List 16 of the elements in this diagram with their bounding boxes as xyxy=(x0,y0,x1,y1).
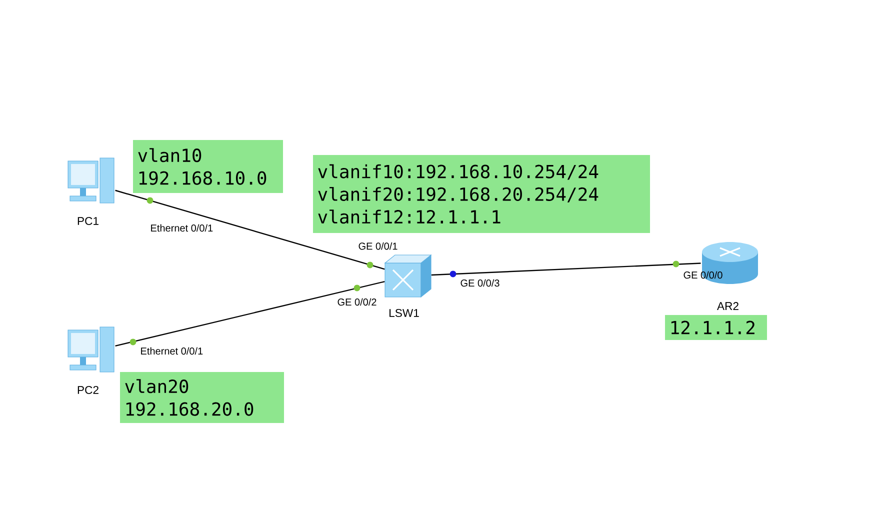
address-box: 12.1.1.2 xyxy=(665,315,767,340)
address-box: vlan20 192.168.20.0 xyxy=(120,372,284,423)
port-label: Ethernet 0/0/1 xyxy=(141,347,203,355)
port-label: GE 0/0/1 xyxy=(358,242,398,250)
network-link xyxy=(115,190,385,270)
device-label: PC1 xyxy=(78,217,98,225)
port-label: Ethernet 0/0/1 xyxy=(151,224,213,232)
address-box: vlan10 192.168.10.0 xyxy=(133,140,283,193)
network-link xyxy=(431,262,701,276)
network-link xyxy=(115,280,385,347)
address-box: vlanif10:192.168.10.254/24 vlanif20:192.168.20.254/24 vlanif12:12.1.1.1 xyxy=(313,155,650,233)
port-label: GE 0/0/3 xyxy=(460,279,500,287)
device-label: PC2 xyxy=(78,386,98,394)
device-label: AR2 xyxy=(717,302,738,310)
port-label: GE 0/0/2 xyxy=(338,298,376,306)
device-label: LSW1 xyxy=(390,309,419,317)
